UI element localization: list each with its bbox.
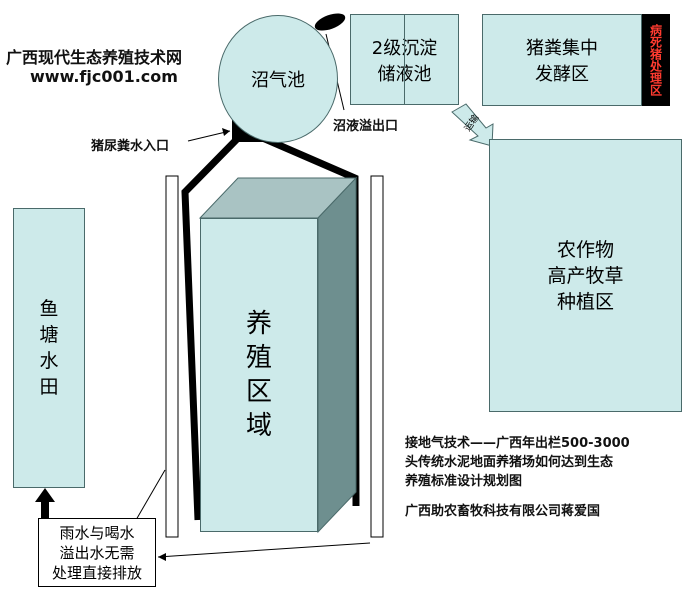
site-url: www.fjc001.com: [30, 67, 178, 86]
crop-planting-zone: 农作物 高产牧草 种植区: [489, 139, 682, 412]
rain-label-2: 溢出水无需: [59, 543, 135, 562]
breeding-area: 养殖区域: [200, 218, 318, 532]
drain-right: [157, 542, 371, 558]
manure-label-1: 猪粪集中: [526, 38, 598, 59]
info-title-2: 头传统水泥地面养猪场如何达到生态: [405, 455, 614, 470]
site-name: 广西现代生态养殖技术网: [6, 48, 183, 67]
rain-label-1: 雨水与喝水: [59, 523, 135, 542]
manure-label-2: 发酵区: [535, 64, 589, 85]
crop-label-3: 种植区: [556, 290, 614, 313]
drain-left: [135, 469, 166, 521]
building-side: [317, 176, 357, 534]
fish-pond-label: 鱼塘水田: [39, 298, 59, 398]
dead-pig-zone: 病死猪处理区: [642, 14, 670, 106]
rainwater-note: 雨水与喝水 溢出水无需 处理直接排放: [38, 518, 156, 587]
rain-label-3: 处理直接排放: [51, 563, 142, 582]
crop-label-2: 高产牧草: [547, 264, 624, 287]
transport-arrow: [451, 103, 494, 147]
breeding-label: 养殖区域: [245, 309, 272, 441]
up-arrow-shaft: [41, 502, 49, 518]
inlet-arrow: [187, 130, 231, 142]
outlet-label: 沼液溢出口: [333, 119, 399, 134]
sediment-divider: [404, 14, 405, 105]
wall-left: [165, 175, 179, 538]
info-author: 广西助农畜牧科技有限公司蒋爱国: [405, 504, 601, 519]
manure-fermentation-zone: 猪粪集中 发酵区: [482, 14, 642, 106]
fish-pond: 鱼塘水田: [13, 208, 85, 488]
up-arrow-head: [35, 488, 55, 502]
dead-pig-label: 病死猪处理区: [648, 24, 663, 96]
crop-label-1: 农作物: [556, 238, 614, 261]
info-title-3: 养殖标准设计规划图: [405, 474, 523, 489]
outlet-oval: [314, 13, 346, 31]
biogas-digester: 沼气池: [218, 15, 338, 143]
inlet-label: 猪尿粪水入口: [91, 139, 170, 154]
wall-right: [370, 175, 384, 538]
info-title-1: 接地气技术——广西年出栏500-3000: [405, 436, 630, 451]
pipe-left: [181, 133, 243, 521]
biogas-label: 沼气池: [251, 70, 305, 91]
